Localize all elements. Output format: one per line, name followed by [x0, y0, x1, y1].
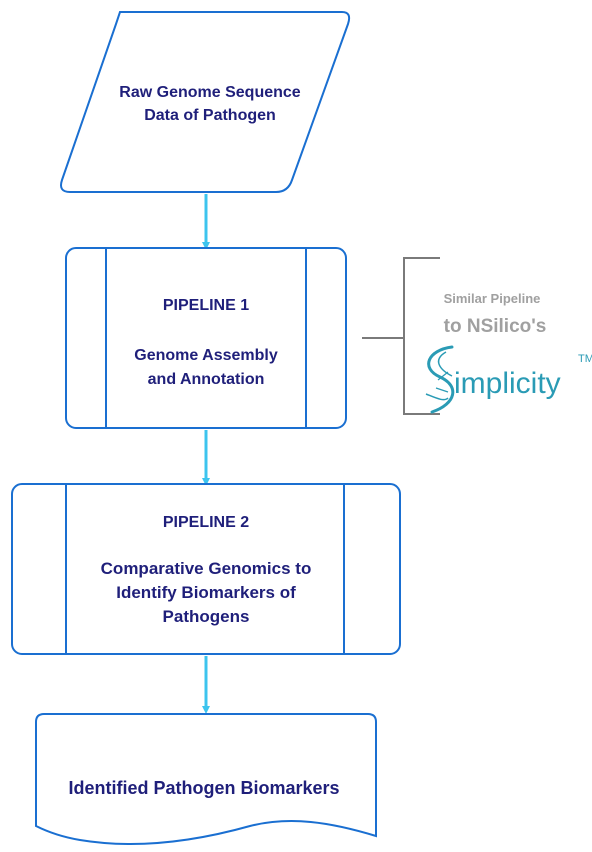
bracket — [403, 257, 440, 415]
logo-wordmark: implicity — [454, 367, 561, 400]
pipeline1-line2: and Annotation — [148, 371, 265, 388]
output-label: Identified Pathogen Biomarkers — [68, 778, 339, 798]
side-note-line2: to NSilico's — [444, 316, 547, 337]
pipeline1-node: PIPELINE 1 Genome Assembly and Annotatio… — [65, 247, 347, 429]
raw-data-label-line2: Data of Pathogen — [144, 107, 276, 124]
dna-helix-icon — [427, 345, 455, 414]
pipeline2-heading: PIPELINE 2 — [163, 514, 249, 531]
pipeline2-line2: Identify Biomarkers of — [116, 583, 296, 602]
side-note: Similar Pipeline to NSilico's implicity … — [362, 257, 592, 415]
raw-data-node: Raw Genome Sequence Data of Pathogen — [60, 11, 351, 193]
output-node: Identified Pathogen Biomarkers — [35, 713, 377, 846]
pipeline2-line3: Pathogens — [163, 607, 250, 626]
side-note-line1: Similar Pipeline — [444, 291, 541, 306]
pipeline2-line1: Comparative Genomics to — [101, 559, 312, 578]
logo-trademark: TM — [578, 353, 592, 365]
pipeline1-line1: Genome Assembly — [134, 347, 278, 364]
raw-data-label-line1: Raw Genome Sequence — [119, 84, 300, 101]
simplicity-logo: implicity TM — [425, 345, 592, 414]
pipeline1-heading: PIPELINE 1 — [163, 297, 249, 314]
pipeline2-node: PIPELINE 2 Comparative Genomics to Ident… — [11, 483, 401, 655]
